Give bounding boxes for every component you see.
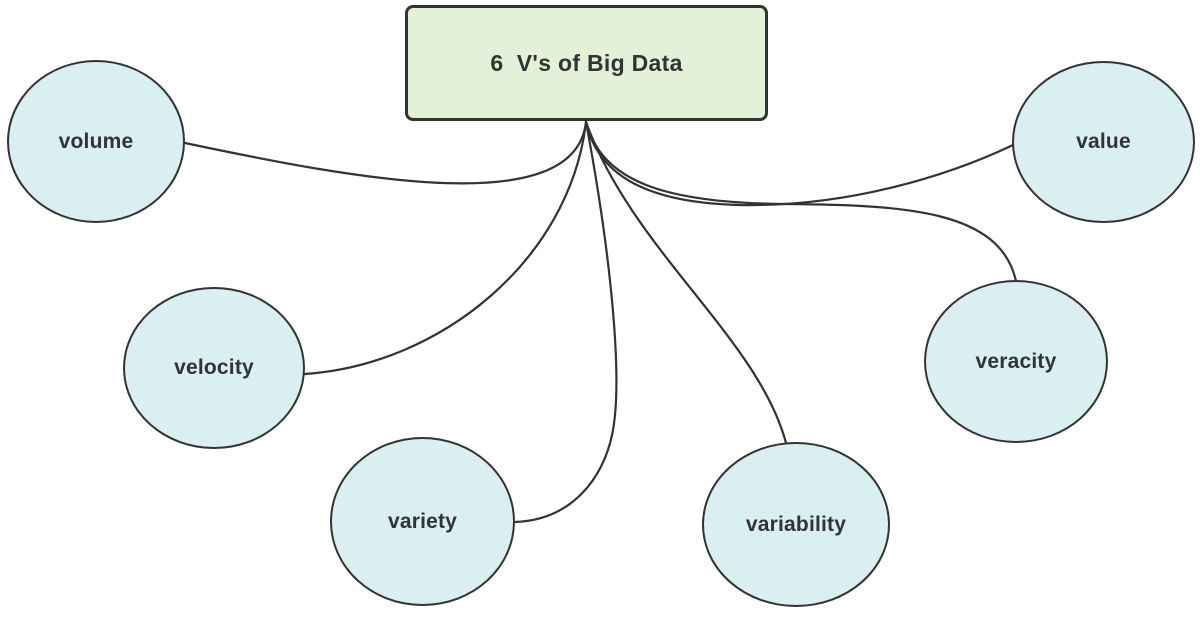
node-volume-label: volume (58, 129, 134, 153)
node-veracity[interactable]: veracity (924, 280, 1108, 443)
node-variability[interactable]: variability (702, 442, 890, 607)
node-variability-label: variability (745, 512, 847, 536)
node-variety[interactable]: variety (330, 437, 515, 606)
node-value-label: value (1076, 130, 1131, 153)
edge-root-veracity (584, 120, 1018, 283)
edge-root-variability (584, 120, 788, 445)
node-veracity-label: veracity (975, 349, 1057, 373)
root-label: 6 V's of Big Data (490, 49, 683, 76)
edge-root-volume (183, 120, 588, 185)
node-velocity-label: velocity (174, 356, 254, 379)
node-value[interactable]: value (1012, 61, 1195, 223)
edge-root-velocity (303, 120, 588, 376)
edge-root-value (584, 120, 1015, 207)
node-volume[interactable]: volume (7, 60, 185, 223)
node-velocity[interactable]: velocity (123, 287, 305, 449)
edge-root-variety (513, 120, 618, 524)
node-variety-label: variety (387, 509, 458, 533)
node-root[interactable]: 6 V's of Big Data (405, 5, 768, 121)
